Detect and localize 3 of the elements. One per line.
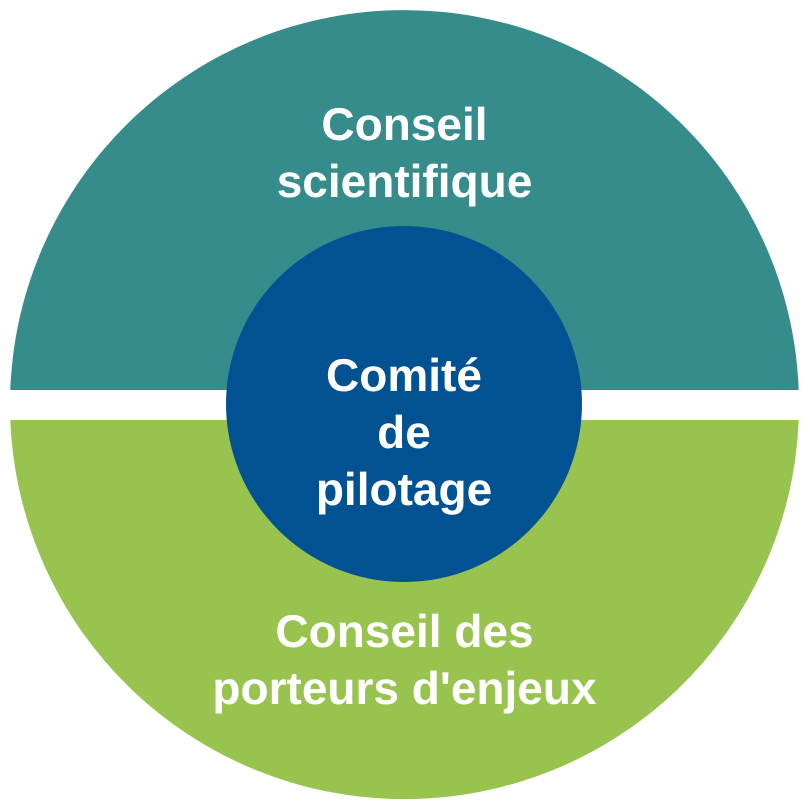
group-name-label: Conseil des porteurs d'enjeux [211,604,598,716]
group-name-label: Conseil scientifique [276,97,534,209]
group-name-label: Comité de pilotage [315,348,493,517]
